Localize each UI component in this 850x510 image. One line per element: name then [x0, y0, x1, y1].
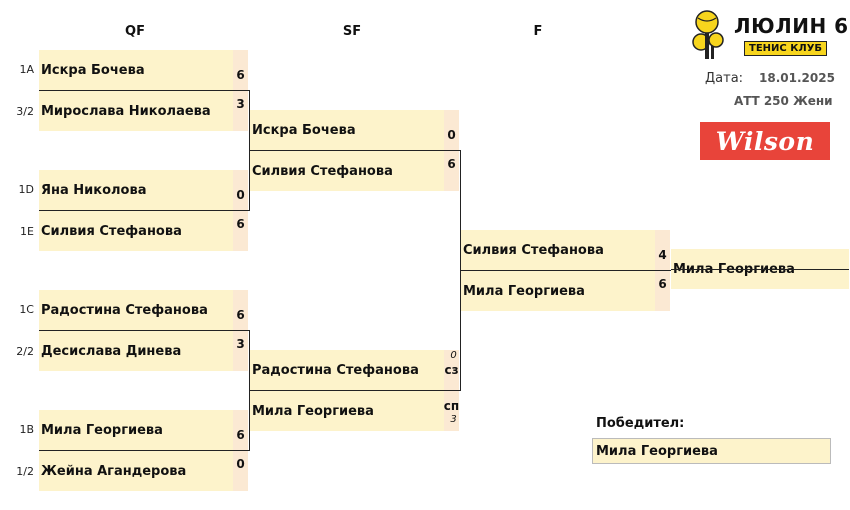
player-cell: Жейна Агандерова — [39, 451, 233, 491]
score-note: 3 — [450, 414, 457, 425]
round-header-f: F — [533, 24, 543, 39]
bracket-line — [250, 150, 461, 151]
bracket-line — [39, 210, 250, 211]
score-cell: 4 — [655, 230, 670, 270]
date-value: 18.01.2025 — [759, 71, 835, 85]
score-value: сп — [443, 399, 460, 413]
score-cell: 6 — [444, 151, 459, 191]
player-cell: Мирослава Николаева — [39, 91, 233, 131]
bracket-line — [249, 90, 250, 211]
score-cell: 3 — [233, 331, 248, 371]
winner-label: Победител: — [596, 416, 685, 431]
score-value: сз — [444, 363, 459, 377]
bracket-line — [39, 450, 250, 451]
score-cell: 0 — [233, 451, 248, 491]
player-cell: Мила Георгиева — [250, 391, 444, 431]
player-cell: Мила Георгиева — [461, 271, 655, 311]
score-cell: 0 — [444, 110, 459, 150]
player-cell: Радостина Стефанова — [250, 350, 444, 390]
player-cell: Силвия Стефанова — [461, 230, 655, 270]
seed-label: 1A — [19, 63, 34, 76]
tournament-name: АТТ 250 Жени — [734, 94, 833, 108]
score-cell: 3 — [233, 91, 248, 131]
bracket-line — [671, 269, 849, 270]
bracket-line — [39, 330, 250, 331]
score-cell: 6 — [233, 290, 248, 330]
wilson-logo: Wilson — [700, 122, 830, 160]
club-subtitle: ТЕНИС КЛУБ — [744, 41, 828, 56]
bracket-line — [249, 330, 250, 451]
score-cell: 6 — [655, 271, 670, 311]
round-header-sf: SF — [342, 24, 362, 39]
score-cell: 6 — [233, 211, 248, 251]
round-header-qf: QF — [125, 24, 145, 39]
seed-label: 1/2 — [16, 465, 34, 478]
seed-label: 2/2 — [16, 345, 34, 358]
score-note: 0 — [450, 350, 457, 361]
score-cell: 6 — [233, 410, 248, 450]
bracket-line — [250, 390, 461, 391]
winner-name: Мила Георгиева — [592, 438, 831, 464]
score-cell: сп 3 — [444, 391, 459, 431]
seed-label: 1D — [18, 183, 34, 196]
player-cell: Искра Бочева — [250, 110, 444, 150]
seed-label: 1E — [20, 225, 34, 238]
seed-label: 3/2 — [16, 105, 34, 118]
score-cell: 0 — [233, 170, 248, 210]
wilson-logo-text: Wilson — [715, 126, 815, 156]
club-name: ЛЮЛИН 6 — [734, 14, 849, 38]
score-cell: 6 — [233, 50, 248, 90]
player-cell: Десислава Динева — [39, 331, 233, 371]
player-cell: Силвия Стефанова — [250, 151, 444, 191]
player-cell: Искра Бочева — [39, 50, 233, 90]
score-cell: 0 сз — [444, 350, 459, 390]
club-logo-icon — [690, 8, 742, 63]
player-cell: Мила Георгиева — [39, 410, 233, 450]
bracket-line — [39, 90, 250, 91]
player-cell: Яна Николова — [39, 170, 233, 210]
seed-label: 1C — [19, 303, 34, 316]
bracket-line — [460, 150, 461, 391]
bracket-line — [461, 270, 672, 271]
player-cell: Силвия Стефанова — [39, 211, 233, 251]
seed-label: 1B — [19, 423, 34, 436]
date-label: Дата: — [705, 71, 744, 86]
player-cell: Радостина Стефанова — [39, 290, 233, 330]
